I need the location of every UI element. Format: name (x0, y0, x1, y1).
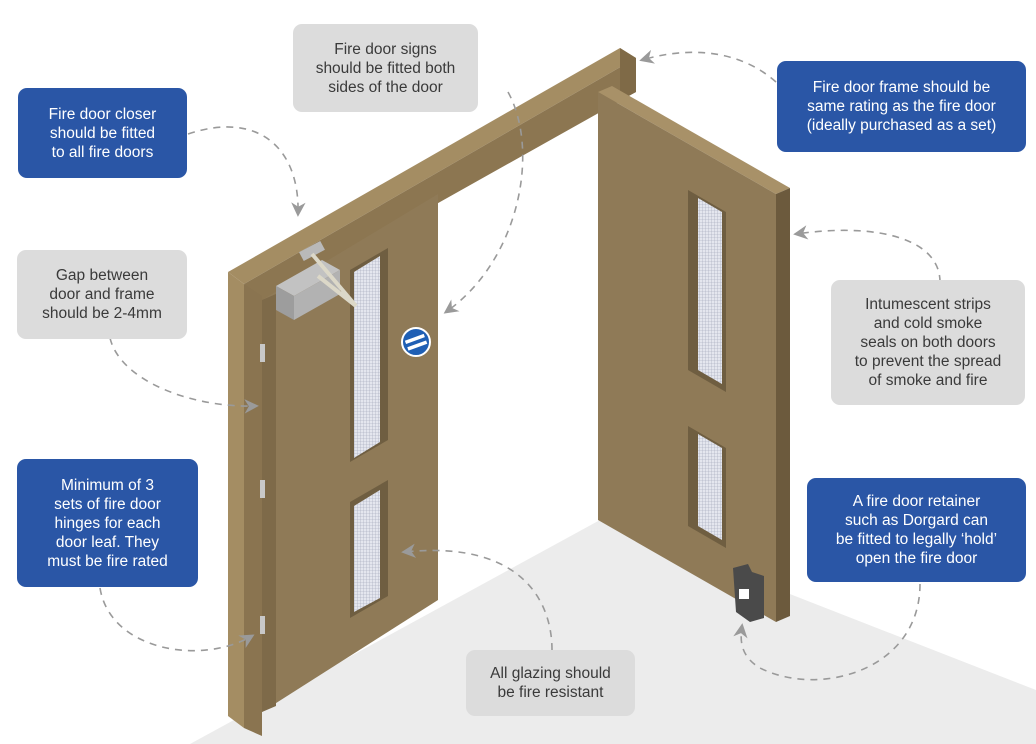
callout-door-closer: Fire door closer should be fitted to all… (18, 88, 187, 178)
callout-retainer: A fire door retainer such as Dorgard can… (807, 478, 1026, 582)
callout-door-signs: Fire door signs should be fitted both si… (293, 24, 478, 112)
leader-seals (793, 225, 941, 283)
door-frame (228, 48, 636, 736)
callout-gap: Gap between door and frame should be 2-4… (17, 250, 187, 339)
leader-hinges (99, 587, 255, 652)
right-door-leaf (598, 86, 790, 622)
hinge (260, 344, 265, 362)
leader-signs (443, 91, 524, 314)
leader-frame (639, 49, 777, 83)
leader-gap (109, 337, 259, 414)
hinge (260, 480, 265, 498)
callout-door-frame: Fire door frame should be same rating as… (777, 61, 1026, 152)
door-retainer (733, 564, 764, 622)
leader-closer (187, 126, 306, 217)
leader-retainer (733, 583, 921, 681)
leader-glazing (401, 543, 553, 651)
callout-glazing: All glazing should be fire resistant (466, 650, 635, 716)
hinge (260, 616, 265, 634)
fire-door-sign-icon (401, 327, 431, 357)
leader-lines (99, 49, 941, 681)
left-door-leaf (260, 194, 438, 712)
floor (190, 520, 1036, 744)
door-closer (276, 240, 358, 320)
callout-hinges: Minimum of 3 sets of fire door hinges fo… (17, 459, 198, 587)
callout-seals: Intumescent strips and cold smoke seals … (831, 280, 1025, 405)
